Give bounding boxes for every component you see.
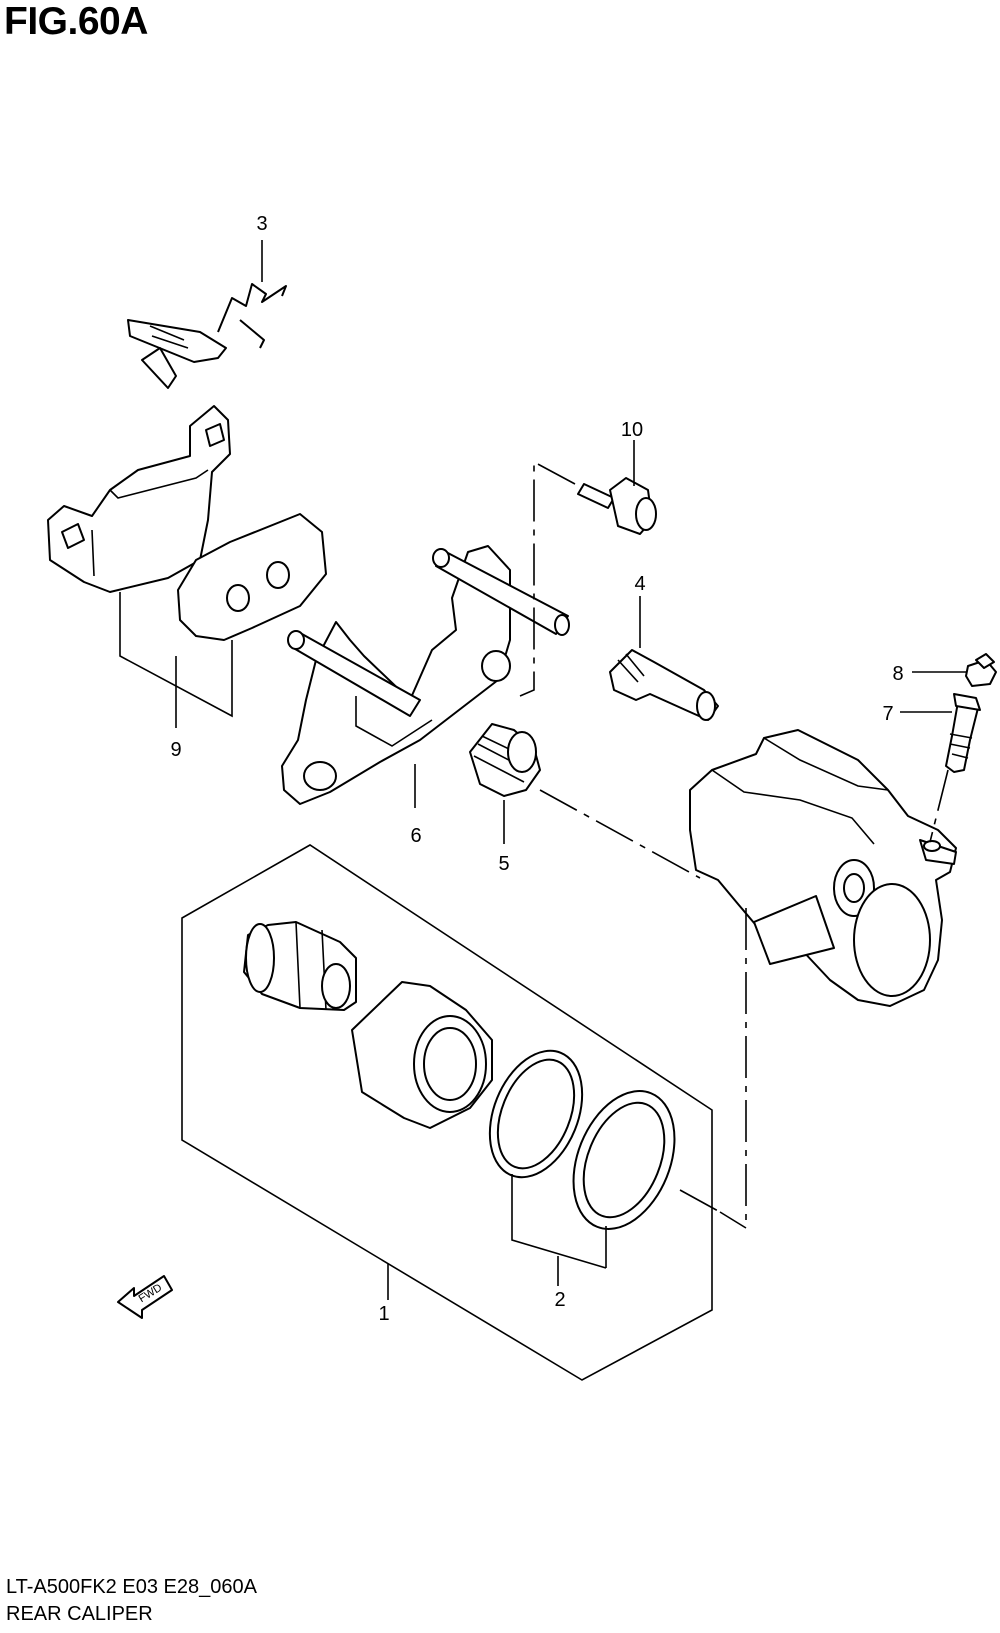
callout-1: 1 (378, 1303, 389, 1325)
piston-kit-outline (181, 844, 713, 1381)
caliper-body (689, 729, 957, 1007)
bleeder-valve (945, 693, 981, 773)
callout-5: 5 (498, 853, 509, 875)
callout-7: 7 (882, 703, 893, 725)
fwd-arrow: FWD (117, 1275, 173, 1319)
seal-leader (511, 1174, 607, 1286)
piston-boot (243, 921, 357, 1011)
slide-pin-upper (432, 548, 570, 636)
boot-route-line (539, 789, 701, 879)
pin-boot (469, 723, 541, 797)
mounting-bolt (577, 477, 657, 535)
seal-route-line (679, 1189, 721, 1213)
figure-title: FIG.60A (4, 0, 148, 43)
diagram-subtitle: REAR CALIPER (6, 1603, 153, 1625)
callout-3: 3 (256, 213, 267, 235)
piston (351, 981, 493, 1129)
slide-pin-lower (287, 630, 421, 717)
piston-route-line (719, 908, 747, 1230)
caliper-bracket (281, 545, 511, 805)
callout-8: 8 (892, 663, 903, 685)
bolt-route-line (519, 460, 576, 697)
dust-seal (572, 1090, 676, 1230)
pad-spring (127, 283, 287, 389)
callout-4: 4 (634, 573, 645, 595)
caliper-slide-pin (609, 649, 719, 721)
piston-seal (488, 1049, 584, 1179)
callout-6: 6 (410, 825, 421, 847)
brake-pad-outer (47, 405, 231, 593)
callout-10: 10 (621, 419, 643, 441)
brake-pad-inner (177, 513, 327, 641)
callout-9: 9 (170, 739, 181, 761)
bleeder-cap (965, 653, 997, 687)
callout-2: 2 (554, 1289, 565, 1311)
bleeder-route-line (929, 769, 949, 843)
diagram-code: LT-A500FK2 E03 E28_060A (6, 1576, 257, 1598)
